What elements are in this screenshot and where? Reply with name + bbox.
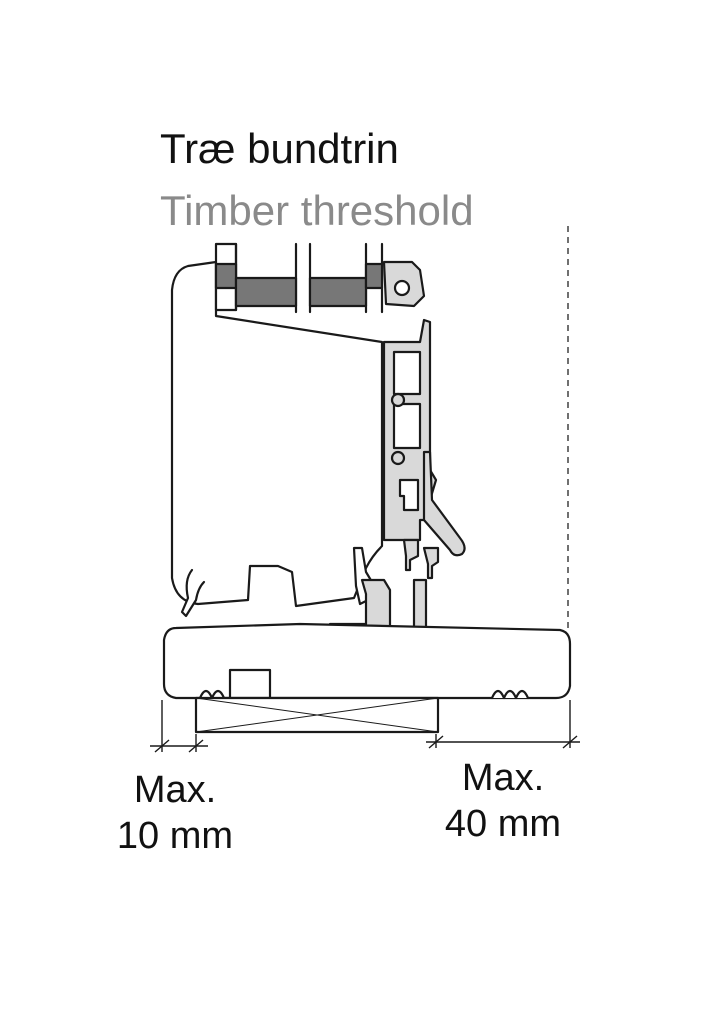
dimension-right-line2: 40 mm bbox=[444, 802, 562, 845]
dimension-right-label: Max. 40 mm bbox=[428, 756, 578, 847]
weather-bar bbox=[422, 450, 466, 557]
timber-threshold bbox=[162, 622, 572, 700]
glass-spacer-edge bbox=[364, 262, 384, 290]
sash-frame bbox=[170, 260, 384, 608]
dimension-left-line1: Max. bbox=[133, 769, 217, 811]
glass-spacer-right bbox=[308, 276, 368, 308]
glass-spacer-left bbox=[214, 262, 238, 290]
dimension-right-line1: Max. bbox=[461, 757, 545, 799]
gasket-clip-1 bbox=[402, 538, 420, 572]
title-english: Timber threshold bbox=[160, 187, 474, 234]
glass-spacer-mid bbox=[234, 276, 298, 308]
threshold-notch bbox=[228, 668, 272, 700]
inner-seal bbox=[180, 568, 206, 618]
dimension-left-label: Max. 10 mm bbox=[100, 768, 250, 859]
title-danish: Træ bundtrin bbox=[160, 125, 399, 172]
gasket-clip-2 bbox=[422, 546, 440, 580]
dimension-left-line2: 10 mm bbox=[116, 814, 234, 857]
groove-right bbox=[490, 689, 530, 700]
